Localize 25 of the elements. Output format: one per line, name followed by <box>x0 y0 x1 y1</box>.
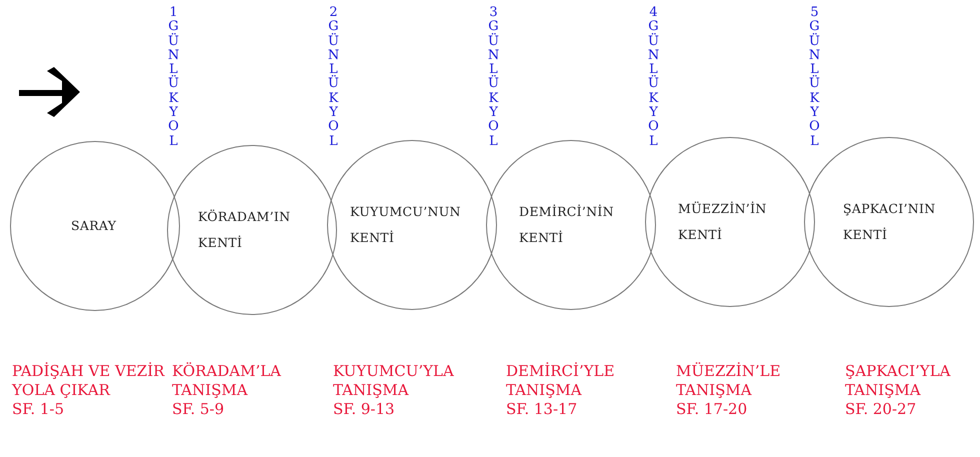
city-name: ŞAPKACI’NIN KENTİ <box>843 200 936 244</box>
travel-days-label: 3 GÜNLÜK YOL <box>487 6 500 149</box>
page-range: SF. 17-20 <box>676 400 748 418</box>
chapter-caption: MÜEZZİN’LE TANIŞMA <box>676 362 781 399</box>
city-name: SARAY <box>71 217 116 235</box>
travel-days-label: 2 GÜNLÜK YOL <box>327 6 340 149</box>
chapter-caption: KÖRADAM’LA TANIŞMA <box>172 362 282 399</box>
city-name: DEMİRCİ’NİN KENTİ <box>519 203 615 247</box>
city-circle <box>804 137 974 307</box>
travel-days-label: 1 GÜNLÜK YOL <box>167 6 180 149</box>
travel-days-label: 4 GÜNLÜK YOL <box>647 6 660 149</box>
city-name: KÖRADAM’IN KENTİ <box>198 208 292 252</box>
chapter-caption: PADİŞAH VE VEZİR YOLA ÇIKAR <box>12 362 164 399</box>
travel-days-label: 5 GÜNLÜK YOL <box>808 6 821 149</box>
city-name: MÜEZZİN’İN KENTİ <box>678 200 768 244</box>
chapter-caption: KUYUMCU’YLA TANIŞMA <box>333 362 454 399</box>
chapter-caption: DEMİRCİ’YLE TANIŞMA <box>506 362 615 399</box>
page-range: SF. 13-17 <box>506 400 578 418</box>
page-range: SF. 20-27 <box>845 400 916 418</box>
page-range: SF. 5-9 <box>172 400 224 418</box>
page-range: SF. 9-13 <box>333 400 395 418</box>
page-range: SF. 1-5 <box>12 400 64 418</box>
city-circle <box>167 145 337 315</box>
chapter-caption: ŞAPKACI’YLA TANIŞMA <box>845 362 950 399</box>
city-name: KUYUMCU’NUN KENTİ <box>350 203 462 247</box>
